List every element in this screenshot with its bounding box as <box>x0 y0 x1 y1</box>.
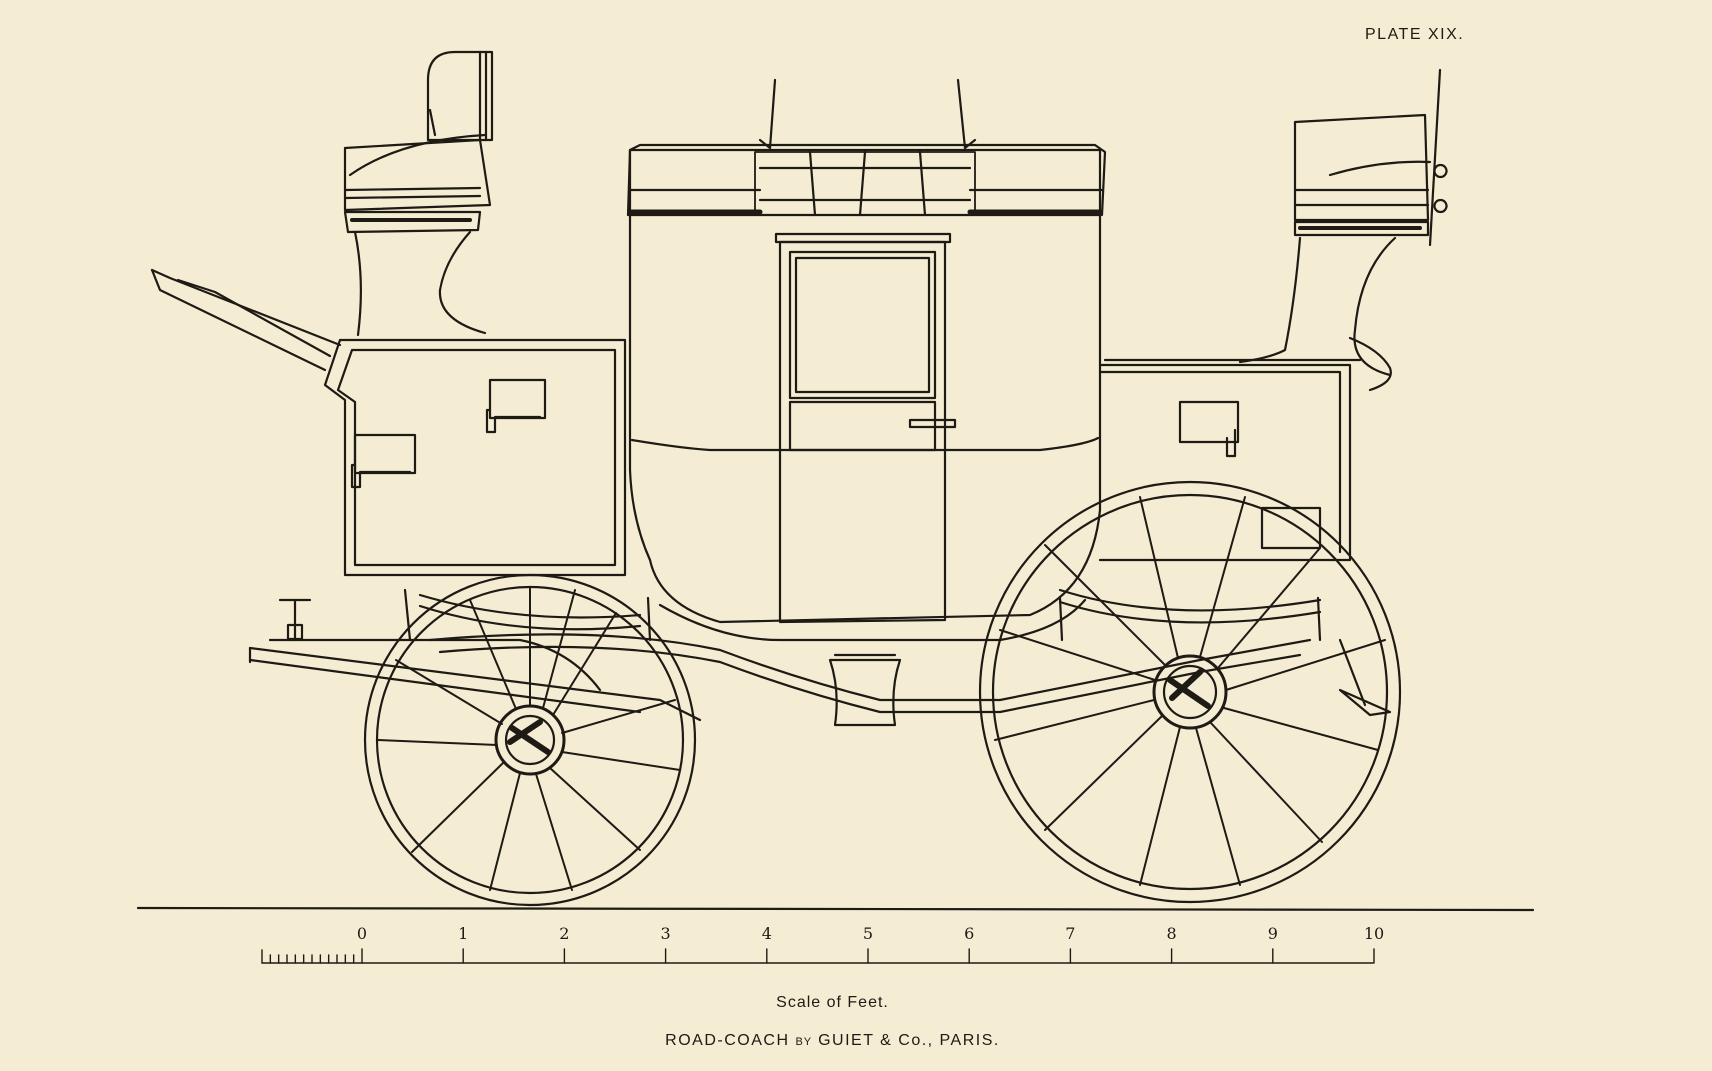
plate-title: ROAD-COACH BY GUIET & Co., PARIS. <box>0 1032 1665 1050</box>
driver-seat <box>343 50 494 337</box>
undercarriage <box>248 588 1392 727</box>
front-boot <box>323 338 627 577</box>
scale-tick-label: 5 <box>863 924 873 943</box>
scale-tick-label: 4 <box>762 924 772 943</box>
title-by: BY <box>795 1036 813 1048</box>
rear-seat <box>1238 68 1448 392</box>
scale-caption: Scale of Feet. <box>776 994 889 1011</box>
scale-tick-label: 7 <box>1065 924 1075 943</box>
front-wheel <box>363 573 697 907</box>
coach-roof <box>626 78 1107 217</box>
scale-tick-label: 10 <box>1364 924 1384 943</box>
scale-tick-label: 9 <box>1268 924 1278 943</box>
coach-body <box>628 148 1102 642</box>
scale-tick-label: 6 <box>964 924 974 943</box>
scale-tick-label: 0 <box>357 924 367 943</box>
scale-tick-label: 1 <box>458 924 468 943</box>
scale-bar: 0 1 2 3 4 5 6 7 8 9 10 <box>261 924 1384 964</box>
plate-number: PLATE XIX. <box>1365 26 1465 43</box>
rear-boot <box>1098 358 1362 562</box>
scale-tick-label: 8 <box>1167 924 1177 943</box>
title-part-2: GUIET & Co., PARIS. <box>818 1032 1000 1049</box>
footboard <box>150 268 342 372</box>
rear-wheel <box>978 480 1402 904</box>
scale-tick-label: 2 <box>559 924 569 943</box>
title-part-1: ROAD-COACH <box>665 1032 790 1049</box>
ground-line <box>136 906 1535 912</box>
scale-tick-label: 3 <box>661 924 671 943</box>
